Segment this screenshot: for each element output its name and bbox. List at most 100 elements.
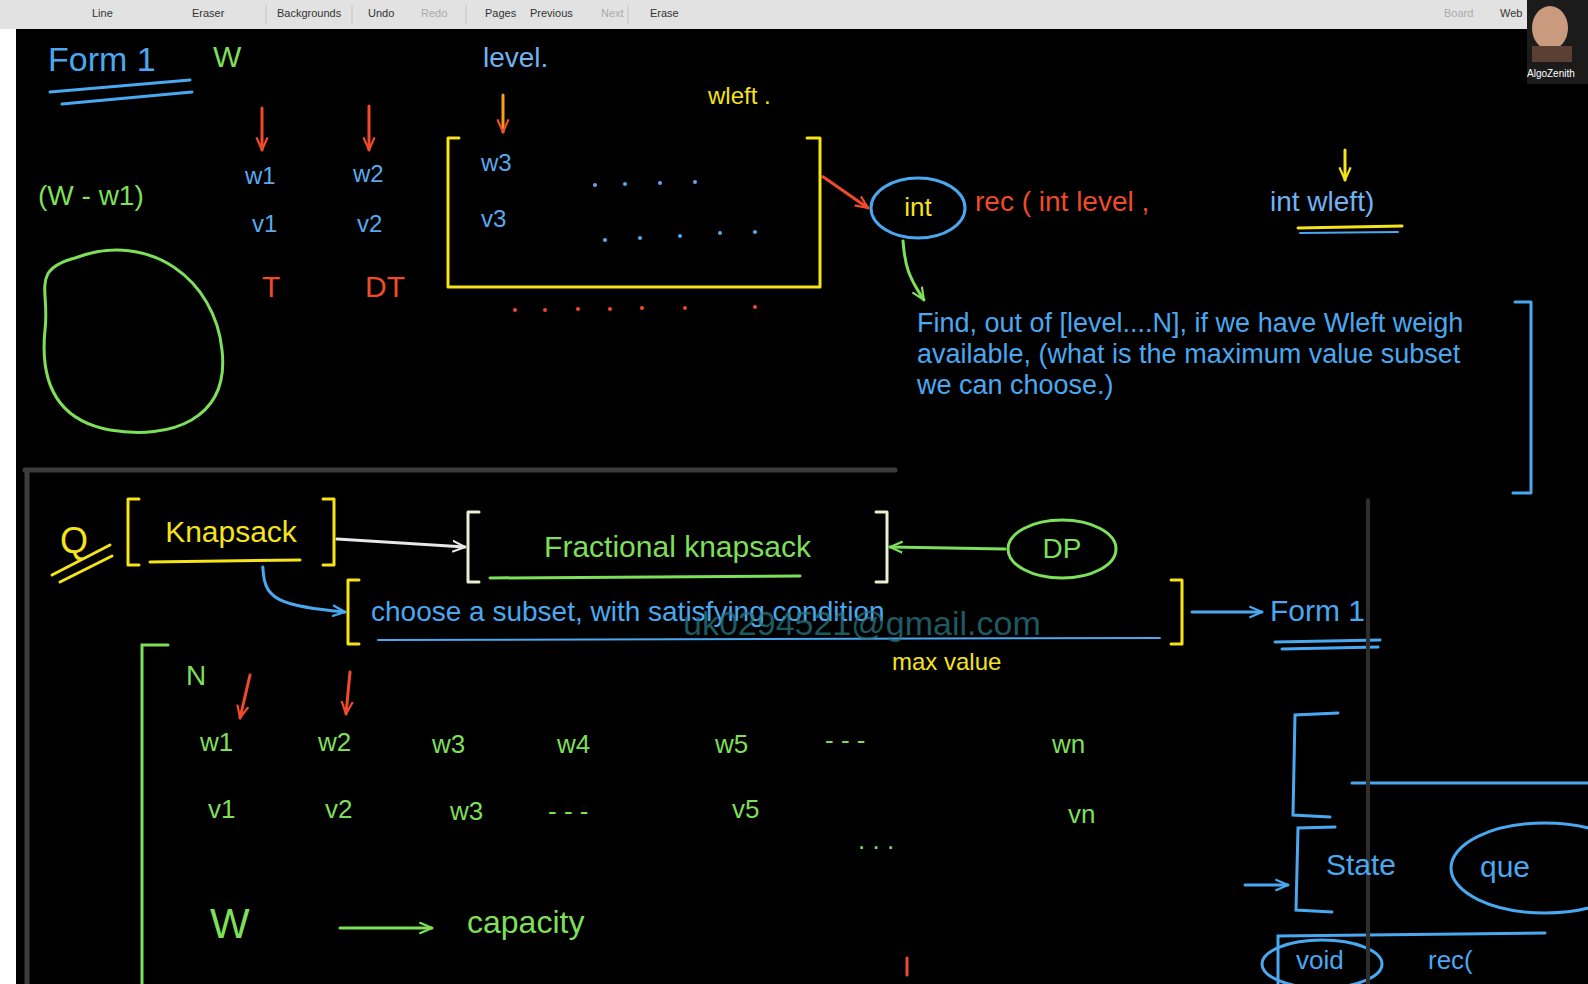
dots [753, 305, 757, 309]
node-outline [348, 580, 1182, 644]
circled-word: DP [1005, 517, 1119, 581]
variable: W [213, 40, 241, 75]
blue-arrow [263, 567, 345, 612]
node-text: w3 [481, 149, 512, 177]
item-weight: w5 [715, 730, 748, 760]
dots [513, 180, 757, 312]
variable: level. [483, 42, 548, 74]
item-value: v1 [252, 210, 277, 238]
dots [658, 181, 662, 185]
ellipsis: - - - [825, 726, 865, 756]
pen-strokes [1300, 232, 1398, 233]
pen-strokes [1451, 823, 1588, 913]
pen-strokes [44, 250, 223, 432]
pen-strokes [62, 92, 192, 104]
toolbar-item: Erase [650, 7, 679, 20]
pen-strokes [261, 108, 264, 150]
webcam [1527, 0, 1588, 84]
pen-strokes [1282, 647, 1378, 649]
dots [513, 308, 517, 312]
choice-mark: T [262, 270, 280, 305]
pen-strokes [340, 927, 432, 930]
variable: wleft . [708, 82, 771, 110]
watermark: uk0294521@gmail.com [683, 604, 1041, 643]
toolbar-item: Pages [485, 7, 516, 20]
pen-strokes [25, 470, 30, 984]
toolbar [628, 5, 629, 24]
item-value: v2 [325, 795, 352, 825]
dots [638, 236, 642, 240]
toolbar-item: Redo [421, 7, 447, 20]
formula: (W - w1) [38, 180, 144, 212]
node-outline [1008, 520, 1116, 578]
node-text: v3 [481, 205, 506, 233]
circled-word: int [868, 175, 968, 241]
toolbar [0, 0, 1588, 29]
item-value: w3 [450, 797, 483, 827]
variable: W [210, 900, 250, 948]
webcam-name: AlgoZenith [1527, 68, 1575, 80]
pen-strokes [25, 468, 895, 473]
pen-strokes [1192, 611, 1262, 614]
item-value: v5 [732, 795, 759, 825]
node-outline [468, 512, 887, 582]
note: State [1326, 848, 1396, 883]
dots [640, 306, 644, 310]
dots [593, 183, 597, 187]
node-text: Find, out of [level....N], if we have Wl… [917, 308, 1495, 401]
item-weight: w1 [200, 728, 233, 758]
node-outline [1513, 302, 1531, 493]
pen-strokes [1352, 782, 1588, 785]
toolbar [0, 0, 1588, 29]
pen-strokes [490, 576, 800, 578]
toolbar [266, 5, 267, 24]
pen-strokes [25, 80, 1588, 984]
dots [543, 308, 547, 312]
note: capacity [467, 904, 584, 941]
question-mark: Q [60, 520, 88, 561]
bracket-box: w3 v3 [445, 135, 823, 290]
heading: Form 1 [1270, 594, 1365, 629]
green-arrow [903, 241, 924, 300]
pen-strokes [368, 106, 371, 150]
dots [683, 306, 687, 310]
toolbar-item: Previous [530, 7, 573, 20]
code-text: void [1296, 946, 1344, 976]
node-outline [128, 499, 334, 565]
item-weight: w4 [557, 730, 590, 760]
item-weight: w3 [432, 730, 465, 760]
pen-strokes [150, 560, 300, 562]
toolbar-item: Next [601, 7, 624, 20]
item-weight: w2 [318, 728, 351, 758]
dots [608, 307, 612, 311]
toolbar-item: Line [92, 7, 113, 20]
item-weight: wn [1052, 730, 1085, 760]
note: max value [892, 648, 1001, 676]
green-arrow [890, 547, 1005, 549]
dots [576, 307, 580, 311]
webcam [1532, 46, 1572, 62]
pen-strokes [1344, 150, 1347, 180]
code-text: rec( [1428, 946, 1473, 976]
code-text: int wleft) [1270, 186, 1374, 218]
heading: Form 1 [48, 40, 156, 79]
pen-strokes [346, 672, 350, 714]
orange-arrow [823, 177, 868, 208]
dots [678, 234, 682, 238]
pen-strokes [906, 958, 909, 975]
topic-box: Knapsack [125, 497, 337, 567]
pen-strokes [1262, 940, 1382, 984]
toolbar [466, 5, 467, 24]
dots [718, 231, 722, 235]
pen-strokes [1245, 884, 1288, 887]
pen-strokes [50, 80, 190, 92]
pen-strokes [1298, 226, 1402, 228]
dots [623, 182, 627, 186]
node-text: int [904, 193, 931, 223]
toolbar-item: Eraser [192, 7, 224, 20]
item-value: v2 [357, 210, 382, 238]
item-weight: w1 [245, 162, 276, 190]
topic-box: Fractional knapsack [465, 510, 890, 584]
webcam [1527, 0, 1588, 84]
toolbar-item: Web [1500, 7, 1522, 20]
